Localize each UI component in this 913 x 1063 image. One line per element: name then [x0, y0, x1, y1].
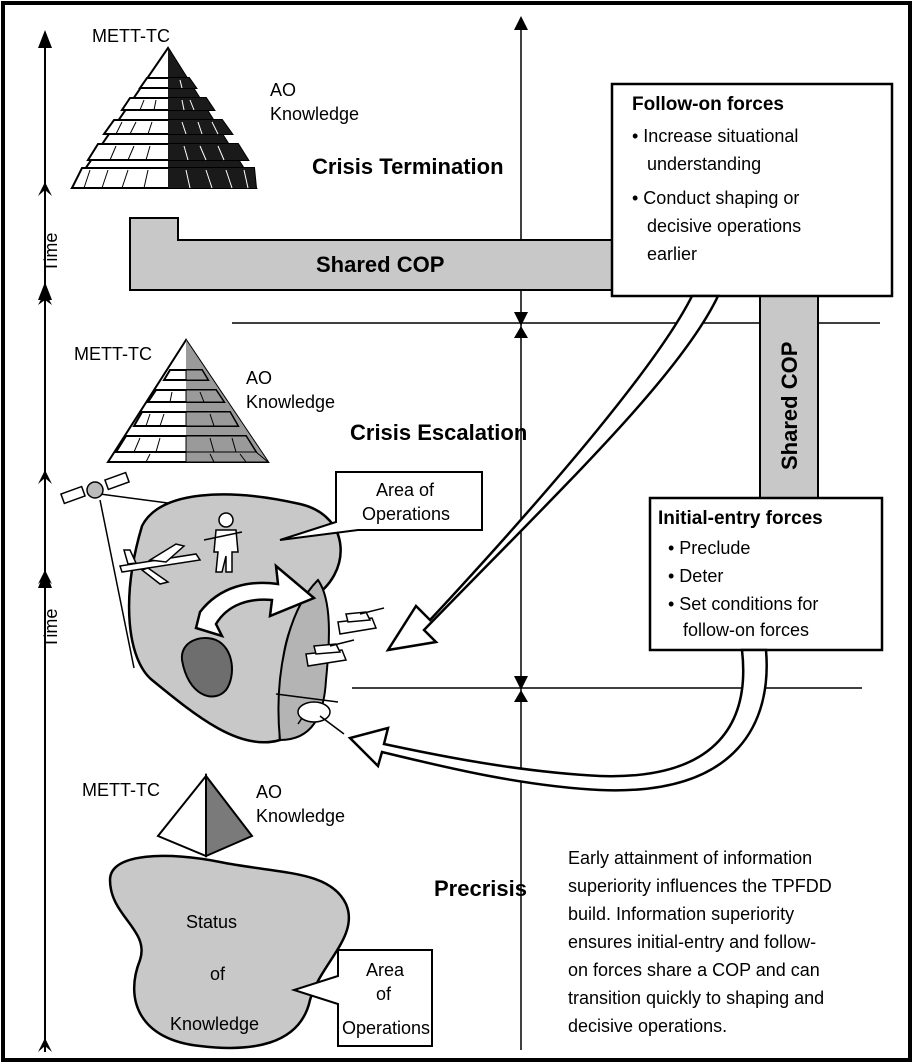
helicopter-icon	[275, 693, 345, 735]
summary-line-4: on forces share a COP and can	[568, 960, 820, 980]
follow-on-item-0: • Increase situational	[632, 126, 798, 146]
status-of-knowledge-line-3: Knowledge	[170, 1014, 259, 1034]
status-of-knowledge-line-2: of	[210, 964, 226, 984]
shared-cop-vertical-label: Shared COP	[777, 342, 802, 470]
phase-label-escalation: Crisis Escalation	[350, 420, 527, 445]
initial-entry-item-0: • Preclude	[668, 538, 750, 558]
initial-entry-item-1: • Deter	[668, 566, 723, 586]
summary-line-2: build. Information superiority	[568, 904, 794, 924]
ao-knowledge-label-bottom-2: Knowledge	[256, 806, 345, 826]
summary-line-5: transition quickly to shaping and	[568, 988, 824, 1008]
follow-on-item-1: understanding	[647, 154, 761, 174]
follow-on-forces-title: Follow-on forces	[632, 94, 784, 115]
summary-line-6: decisive operations.	[568, 1016, 727, 1036]
area-of-operations-label-2: Operations	[362, 504, 450, 524]
follow-on-item-3: decisive operations	[647, 216, 801, 236]
initial-entry-item-3: follow-on forces	[683, 620, 809, 640]
status-of-knowledge-blob	[108, 854, 351, 1050]
area-of-operations-callout-precrisis	[290, 949, 433, 1047]
follow-on-item-2: • Conduct shaping or	[632, 188, 799, 208]
initial-entry-deployment-arrow	[347, 648, 768, 792]
initial-entry-forces-title: Initial-entry forces	[658, 508, 823, 529]
time-label-lower: Time	[41, 609, 61, 648]
initial-entry-item-2: • Set conditions for	[668, 594, 818, 614]
follow-on-deployment-arrow	[385, 294, 720, 652]
initial-entry-forces-box	[648, 496, 884, 652]
area-of-operations-precrisis-2: of	[376, 984, 392, 1004]
pyramid-large	[70, 46, 258, 189]
area-of-operations-callout	[279, 471, 483, 541]
ao-knowledge-label-top-2: Knowledge	[270, 104, 359, 124]
time-axis	[38, 30, 52, 1052]
status-of-knowledge-line-1: Status	[186, 912, 237, 932]
summary-text: Early attainment of information superior…	[568, 848, 832, 1036]
ao-knowledge-label-middle-1: AO	[246, 368, 272, 388]
satellite-icon	[59, 471, 131, 505]
area-of-operations-blob	[59, 471, 385, 744]
phase-label-precrisis: Precrisis	[434, 876, 527, 901]
area-of-operations-precrisis-3: Operations	[342, 1018, 430, 1038]
pyramid-medium	[106, 338, 270, 463]
mett-tc-label-top: METT-TC	[92, 26, 170, 46]
ao-knowledge-label-bottom-1: AO	[256, 782, 282, 802]
pyramid-small	[156, 773, 254, 858]
soldier-icon	[203, 512, 243, 573]
mett-tc-label-middle: METT-TC	[74, 344, 152, 364]
area-of-operations-precrisis-1: Area	[366, 960, 405, 980]
ao-knowledge-label-middle-2: Knowledge	[246, 392, 335, 412]
area-of-operations-label-1: Area of	[376, 480, 435, 500]
summary-line-1: superiority influences the TPFDD	[568, 876, 832, 896]
ao-knowledge-label-top-1: AO	[270, 80, 296, 100]
summary-line-0: Early attainment of information	[568, 848, 812, 868]
follow-on-item-4: earlier	[647, 244, 697, 264]
phase-label-termination: Crisis Termination	[312, 154, 504, 179]
aircraft-icon	[119, 543, 202, 585]
tank-icon	[305, 639, 355, 667]
shared-cop-horizontal-label: Shared COP	[316, 252, 444, 277]
follow-on-forces-box	[610, 82, 894, 298]
time-label-upper: Time	[41, 233, 61, 272]
tank-icon	[337, 607, 385, 635]
summary-line-3: ensures initial-entry and follow-	[568, 932, 816, 952]
mett-tc-label-bottom: METT-TC	[82, 780, 160, 800]
